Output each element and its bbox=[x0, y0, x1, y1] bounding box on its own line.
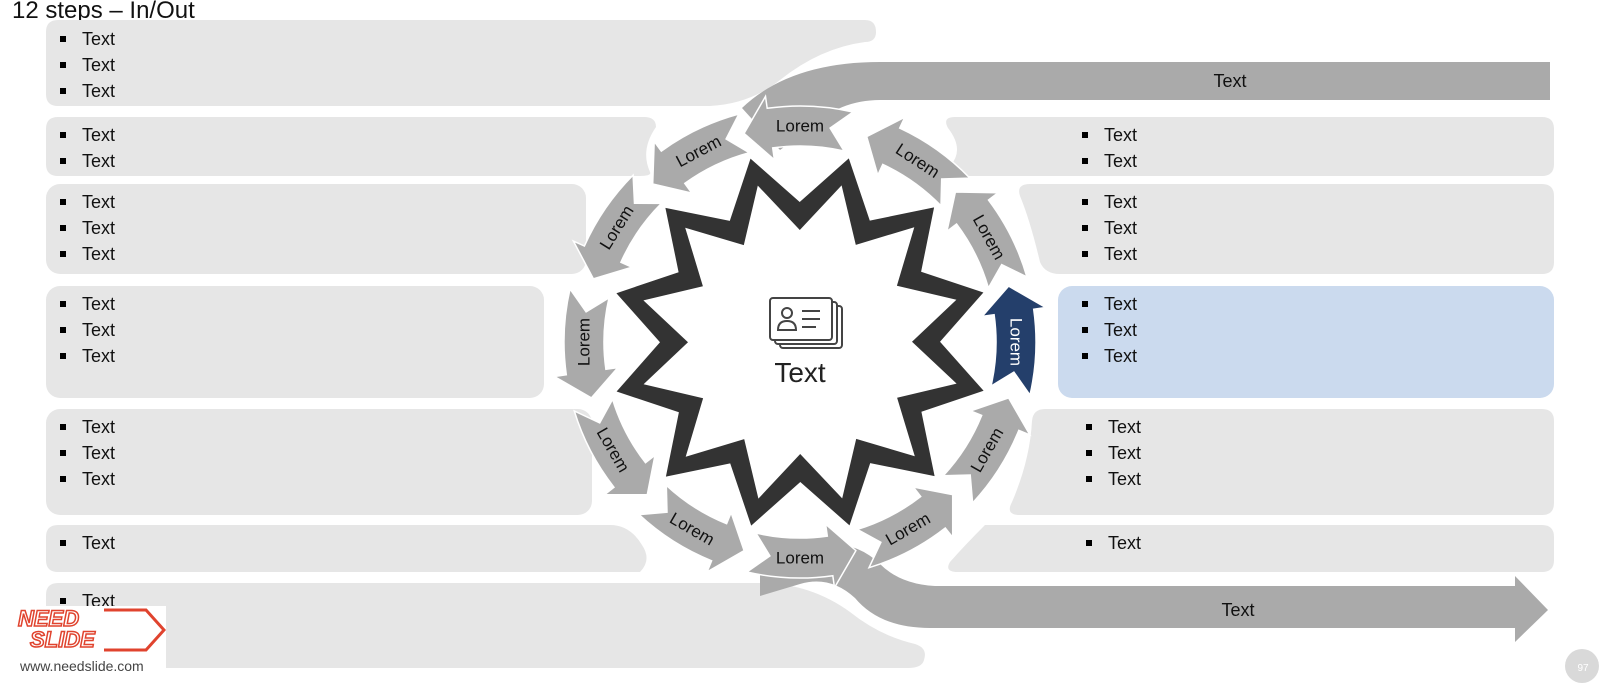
right-panel-5-item: Text bbox=[1086, 530, 1141, 556]
left-panel-7 bbox=[46, 583, 925, 668]
right-panel-4-item: Text bbox=[1086, 440, 1141, 466]
right-panel-1-item: Text bbox=[1082, 122, 1137, 148]
right-panel-1 bbox=[946, 117, 1554, 176]
page-number-badge bbox=[1565, 649, 1599, 683]
left-panel-6 bbox=[46, 525, 647, 572]
left-panel-5-item: Text bbox=[60, 466, 115, 492]
step-arrow-5 bbox=[651, 112, 752, 195]
left-panel-3-item: Text bbox=[60, 189, 115, 215]
right-panel-3-item: Text bbox=[1082, 291, 1137, 317]
right-panel-3-item: Text bbox=[1082, 343, 1137, 369]
step-arrow-12 bbox=[941, 396, 1032, 505]
step-label-1: Lorem bbox=[1007, 318, 1026, 366]
right-panel-5-list: Text bbox=[1078, 530, 1141, 556]
input-arrow-label: Text bbox=[1213, 71, 1246, 91]
center-label: Text bbox=[774, 357, 826, 388]
step-ring: LoremLoremLoremLoremLoremLoremLoremLorem… bbox=[552, 94, 1048, 590]
left-panel-6-item: Text bbox=[60, 530, 115, 556]
step-arrow-10 bbox=[745, 522, 857, 590]
logo-wordmark: NEED SLIDE bbox=[17, 606, 95, 652]
left-panel-3-item: Text bbox=[60, 241, 115, 267]
right-panels bbox=[946, 117, 1554, 572]
right-panel-2-item: Text bbox=[1082, 241, 1137, 267]
step-arrow-9 bbox=[637, 483, 746, 574]
left-panel-2-item: Text bbox=[60, 148, 115, 174]
step-arrow-6 bbox=[571, 173, 664, 280]
step-arrow-11 bbox=[855, 485, 954, 569]
output-arrow-label: Text bbox=[1221, 600, 1254, 620]
left-panel-2 bbox=[46, 117, 656, 176]
right-panel-2-item: Text bbox=[1082, 215, 1137, 241]
left-panel-1-item: Text bbox=[60, 52, 115, 78]
left-panel-3-item: Text bbox=[60, 215, 115, 241]
step-arrow-4 bbox=[743, 94, 855, 162]
left-panel-1-item: Text bbox=[60, 78, 115, 104]
right-panel-3-item: Text bbox=[1082, 317, 1137, 343]
input-arrow bbox=[742, 62, 1550, 150]
logo-url: www.needslide.com bbox=[20, 658, 144, 674]
right-panel-4-item: Text bbox=[1086, 414, 1141, 440]
right-panel-3 bbox=[1058, 286, 1554, 398]
needslide-logo: NEED SLIDE www.needslide.com bbox=[8, 606, 166, 684]
logo-arrow-icon bbox=[104, 608, 166, 652]
step-arrow-2 bbox=[945, 191, 1029, 290]
left-panel-1-item: Text bbox=[60, 26, 115, 52]
right-panel-5 bbox=[948, 525, 1554, 572]
left-panel-5 bbox=[46, 409, 592, 515]
right-panel-4-item: Text bbox=[1086, 466, 1141, 492]
step-arrow-1 bbox=[980, 285, 1048, 397]
right-panel-4 bbox=[1009, 409, 1554, 515]
left-panel-4 bbox=[46, 286, 544, 398]
left-panel-5-item: Text bbox=[60, 414, 115, 440]
right-panel-1-item: Text bbox=[1082, 148, 1137, 174]
right-panel-2-item: Text bbox=[1082, 189, 1137, 215]
page-number: 97 bbox=[1577, 663, 1589, 674]
left-panel-6-list: Text bbox=[52, 530, 115, 556]
step-arrow-3 bbox=[865, 115, 972, 208]
left-panel-2-item: Text bbox=[60, 122, 115, 148]
step-label-7: Lorem bbox=[575, 318, 594, 366]
left-panels bbox=[46, 20, 925, 668]
left-panel-1 bbox=[46, 20, 876, 106]
step-arrow-7 bbox=[552, 287, 620, 399]
right-panel-2 bbox=[1019, 184, 1554, 274]
contact-card-icon bbox=[769, 297, 843, 349]
step-label-4: Lorem bbox=[776, 117, 824, 136]
left-panel-5-item: Text bbox=[60, 440, 115, 466]
left-panel-4-item: Text bbox=[60, 343, 115, 369]
left-panel-4-item: Text bbox=[60, 291, 115, 317]
left-panel-4-item: Text bbox=[60, 317, 115, 343]
step-arrow-8 bbox=[573, 397, 657, 496]
step-label-10: Lorem bbox=[776, 549, 824, 568]
left-panel-3 bbox=[46, 184, 586, 274]
output-arrow bbox=[760, 544, 1548, 642]
